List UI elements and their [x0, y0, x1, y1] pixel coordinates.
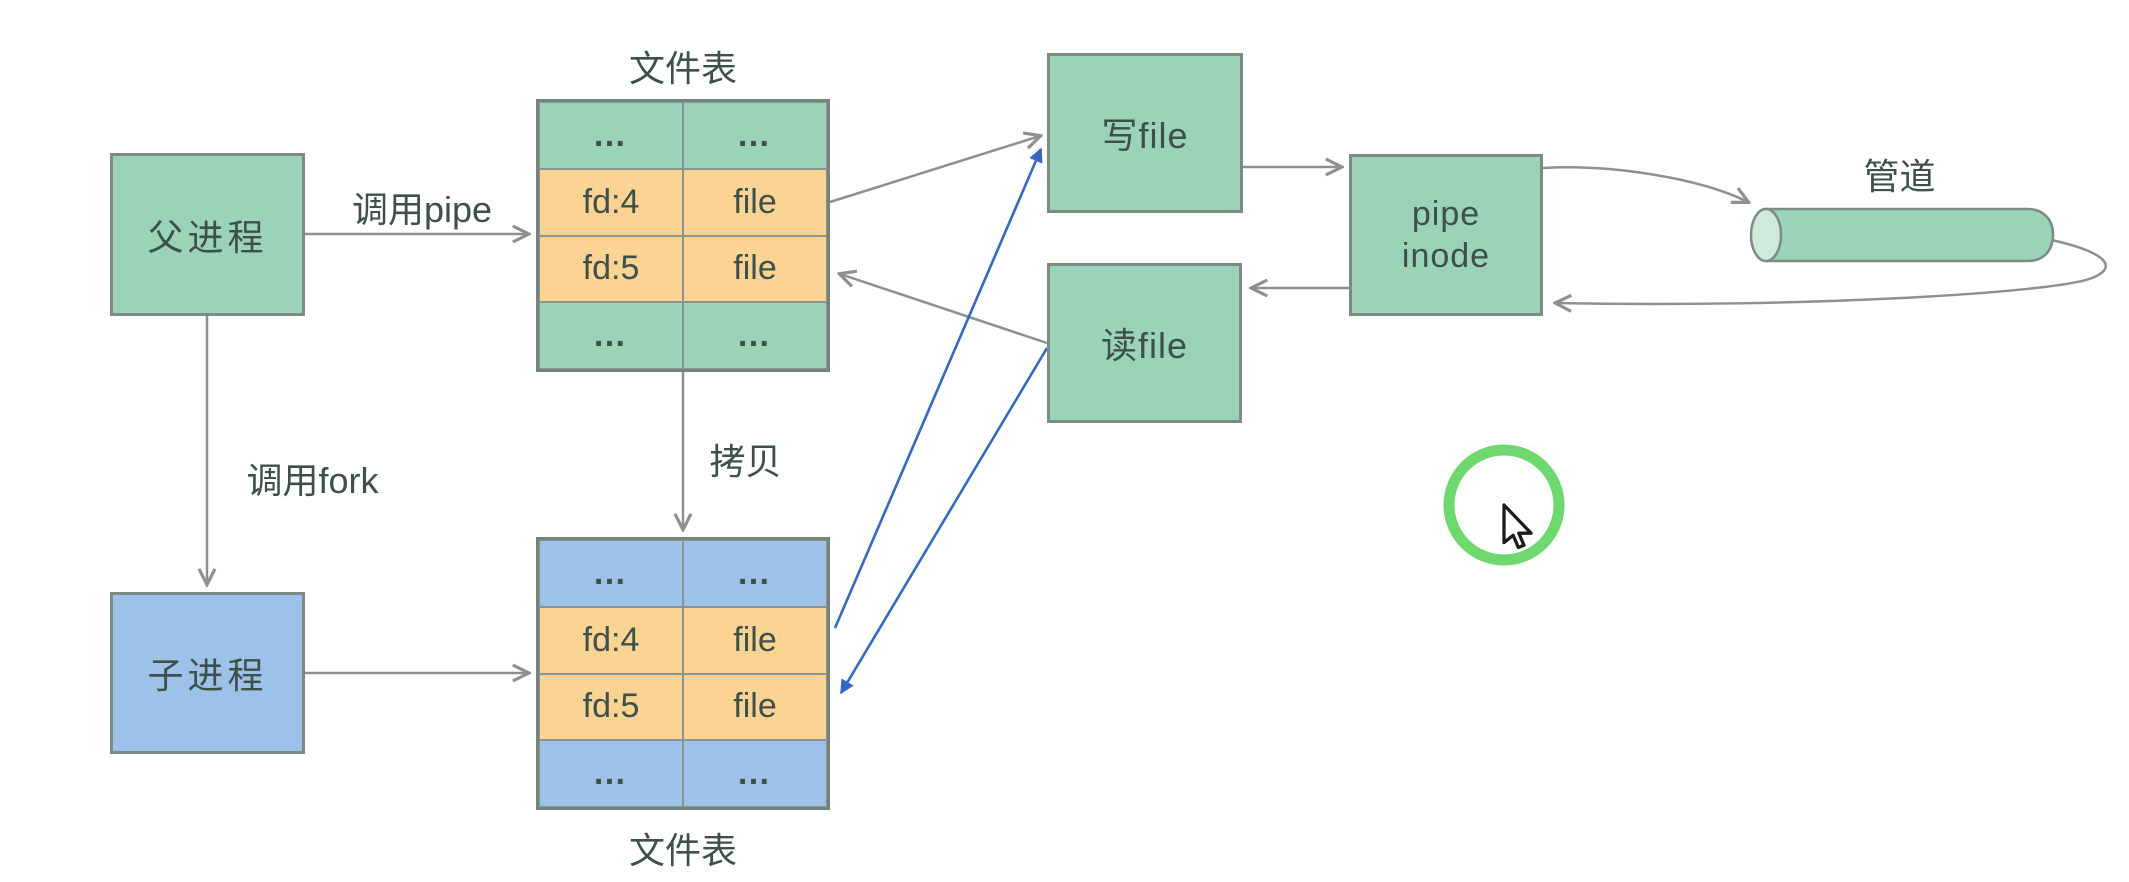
parent-process-label: 父进程 [147, 216, 268, 258]
pipe-cylinder [1764, 207, 2055, 263]
file-table-bottom-title: 文件表 [628, 830, 737, 871]
table-cell: … [539, 302, 683, 369]
inode-to-pipe-curve [1542, 166, 1748, 202]
copy-label: 拷贝 [709, 441, 782, 482]
fd4-to-write-arrow [829, 136, 1040, 204]
file-table-top-title: 文件表 [628, 48, 737, 89]
file-table-bottom: … … fd:4 file fd:5 file … … [536, 537, 830, 810]
table-cell: … [539, 540, 683, 607]
read-file-label: 读file [1100, 325, 1189, 366]
table-cell: … [683, 740, 827, 807]
table-cell-fd5-file: file [683, 235, 827, 303]
read-to-child-fd5-arrow [839, 347, 1049, 695]
table-cell: … [683, 302, 827, 369]
child-process-label: 子进程 [147, 655, 268, 696]
read-to-fd5-arrow [840, 274, 1048, 345]
pipe-cylinder-mouth [1749, 207, 1783, 263]
table-cell-fd4: fd:4 [539, 168, 683, 236]
call-pipe-label: 调用pipe [351, 189, 493, 230]
child-process-box: 子进程 [110, 592, 305, 754]
table-cell-fd5: fd:5 [539, 235, 683, 303]
call-fork-label: 调用fork [246, 460, 379, 501]
table-cell: … [683, 540, 827, 607]
table-cell: … [539, 740, 683, 807]
write-file-label: 写file [1101, 115, 1189, 156]
table-cell-fd4: fd:4 [539, 606, 683, 674]
table-cell-fd5-file: file [683, 673, 827, 741]
click-indicator-circle [1443, 444, 1565, 566]
write-file-box: 写file [1047, 53, 1243, 213]
pipe-to-inode-curve [1556, 236, 2107, 304]
table-cell-fd4-file: file [683, 168, 827, 236]
child-fd4-to-write-arrow [833, 147, 1043, 629]
table-cell-fd5: fd:5 [539, 673, 683, 741]
pipe-inode-box: pipe inode [1349, 154, 1543, 316]
read-file-box: 读file [1047, 263, 1242, 423]
file-table-top: … … fd:4 file fd:5 file … … [536, 99, 830, 372]
parent-process-box: 父进程 [110, 153, 305, 316]
pipe-inode-label-line2: inode [1401, 237, 1491, 275]
pipe-cylinder-label: 管道 [1863, 156, 1936, 197]
table-cell-fd4-file: file [683, 606, 827, 674]
table-cell: … [539, 102, 683, 169]
pipe-inode-label-line1: pipe [1411, 194, 1481, 233]
table-cell: … [683, 102, 827, 169]
mouse-cursor-icon [1502, 503, 1533, 550]
